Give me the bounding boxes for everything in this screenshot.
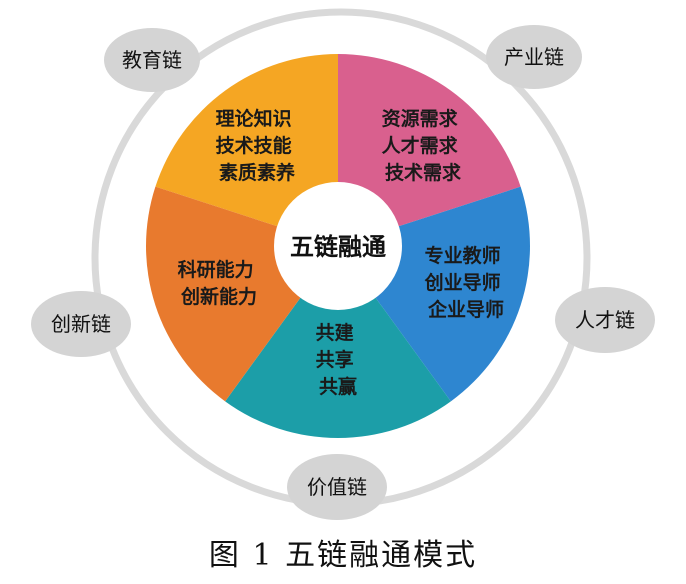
segment-industry-text: 资源需求 人才需求 技术需求 bbox=[382, 107, 465, 184]
segment-innovation-text: 科研能力 创新能力 bbox=[178, 258, 261, 308]
node-talent: 人才链 bbox=[555, 287, 655, 353]
segment-education-line-1: 理论知识 bbox=[216, 107, 292, 130]
node-value-label: 价值链 bbox=[307, 475, 367, 499]
node-talent-label: 人才链 bbox=[575, 308, 635, 332]
segment-talent-line-2: 创业导师 bbox=[424, 271, 501, 294]
node-value-ellipse bbox=[287, 454, 387, 520]
center-circle bbox=[274, 182, 402, 310]
segment-education-text: 理论知识 技术技能 素质素养 bbox=[216, 107, 299, 184]
segment-talent-line-3: 企业导师 bbox=[427, 298, 504, 321]
segment-talent-line-1: 专业教师 bbox=[425, 244, 501, 267]
node-education-label: 教育链 bbox=[122, 48, 182, 72]
node-education-ellipse bbox=[104, 28, 200, 92]
segment-value-line-2: 共享 bbox=[316, 348, 354, 371]
segment-education-line-3: 素质素养 bbox=[219, 161, 295, 184]
segment-innovation-line-1: 科研能力 bbox=[178, 258, 254, 281]
segment-industry-line-2: 人才需求 bbox=[382, 134, 459, 157]
node-industry-label: 产业链 bbox=[504, 45, 564, 69]
node-value: 价值链 bbox=[287, 454, 387, 520]
segment-value-text: 共建 共享 共赢 bbox=[316, 321, 361, 398]
diagram-canvas: 理论知识 技术技能 素质素养 资源需求 人才需求 技术需求 专业教师 创业导师 … bbox=[31, 8, 655, 520]
node-industry: 产业链 bbox=[486, 25, 582, 89]
center-label: 五链融通 bbox=[290, 233, 386, 261]
segment-industry-line-3: 技术需求 bbox=[385, 161, 462, 184]
node-talent-ellipse bbox=[555, 287, 655, 353]
node-innovation: 创新链 bbox=[31, 291, 131, 357]
node-innovation-label: 创新链 bbox=[51, 312, 111, 336]
segment-value-line-3: 共赢 bbox=[319, 375, 357, 398]
node-innovation-ellipse bbox=[31, 291, 131, 357]
segment-education-line-2: 技术技能 bbox=[216, 134, 292, 157]
segment-innovation-line-2: 创新能力 bbox=[180, 285, 257, 308]
segment-value bbox=[225, 246, 451, 438]
segment-value-line-1: 共建 bbox=[316, 321, 354, 344]
figure-caption: 图 1 五链融通模式 bbox=[208, 538, 478, 573]
segment-talent-text: 专业教师 创业导师 企业导师 bbox=[424, 244, 508, 321]
node-education: 教育链 bbox=[104, 28, 200, 92]
segment-industry bbox=[338, 54, 521, 246]
node-industry-ellipse bbox=[486, 25, 582, 89]
segment-education bbox=[155, 54, 338, 246]
segment-industry-line-1: 资源需求 bbox=[382, 107, 459, 130]
